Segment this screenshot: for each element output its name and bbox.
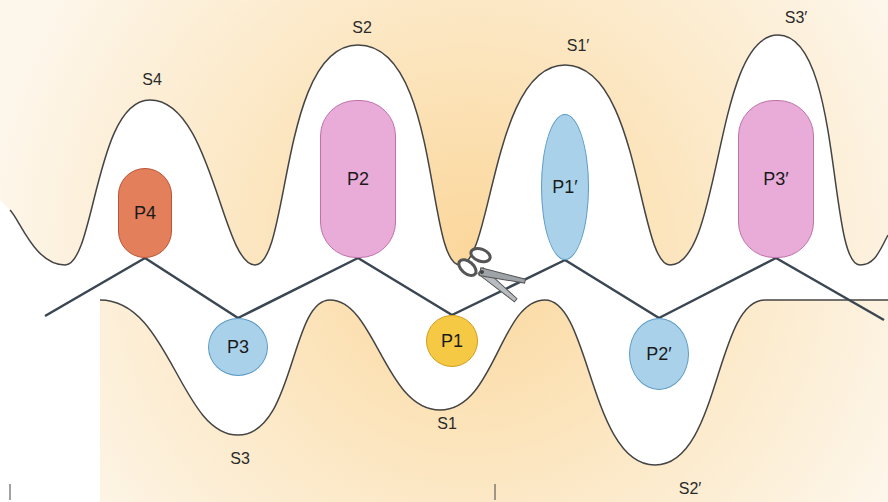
peptide-bond (238, 258, 358, 318)
tick-mark (10, 484, 11, 500)
backbone-tail (776, 258, 884, 320)
upper-wall-outline (10, 35, 888, 265)
subsite-label: S2′ (679, 480, 702, 498)
residue-node: P3 (208, 318, 268, 376)
subsite-label: S3 (230, 450, 250, 468)
subsite-label: S4 (142, 71, 162, 89)
peptide-bond (659, 258, 776, 318)
residue-node: P1 (426, 315, 478, 367)
residue-label: P2′ (646, 344, 671, 365)
peptide-bond (145, 258, 238, 318)
residue-node: P2 (320, 100, 396, 258)
residue-node: P3′ (738, 100, 814, 258)
scissor-handle (469, 246, 492, 264)
lower-wall-outline (100, 300, 888, 465)
residue-label: P1′ (552, 177, 577, 198)
residue-label: P1 (441, 331, 463, 352)
subsite-label: S1 (437, 415, 457, 433)
subsite-label: S3′ (785, 9, 808, 27)
residue-node: P1′ (541, 114, 589, 260)
subsite-label: S1′ (567, 37, 590, 55)
residue-label: P4 (134, 203, 156, 224)
tick-mark (495, 484, 496, 500)
scissor-blade (479, 268, 526, 285)
residue-node: P2′ (629, 318, 689, 390)
backbone-tail (45, 258, 145, 316)
residue-label: P3 (227, 337, 249, 358)
lower-wall (100, 300, 888, 502)
residue-label: P3′ (763, 169, 788, 190)
peptide-bond (565, 260, 659, 318)
scissor-pivot (479, 269, 485, 275)
peptide-bond (358, 258, 452, 315)
upper-wall (0, 0, 888, 265)
subsite-label: S2 (352, 19, 372, 37)
residue-label: P2 (347, 169, 369, 190)
residue-node: P4 (118, 168, 172, 258)
